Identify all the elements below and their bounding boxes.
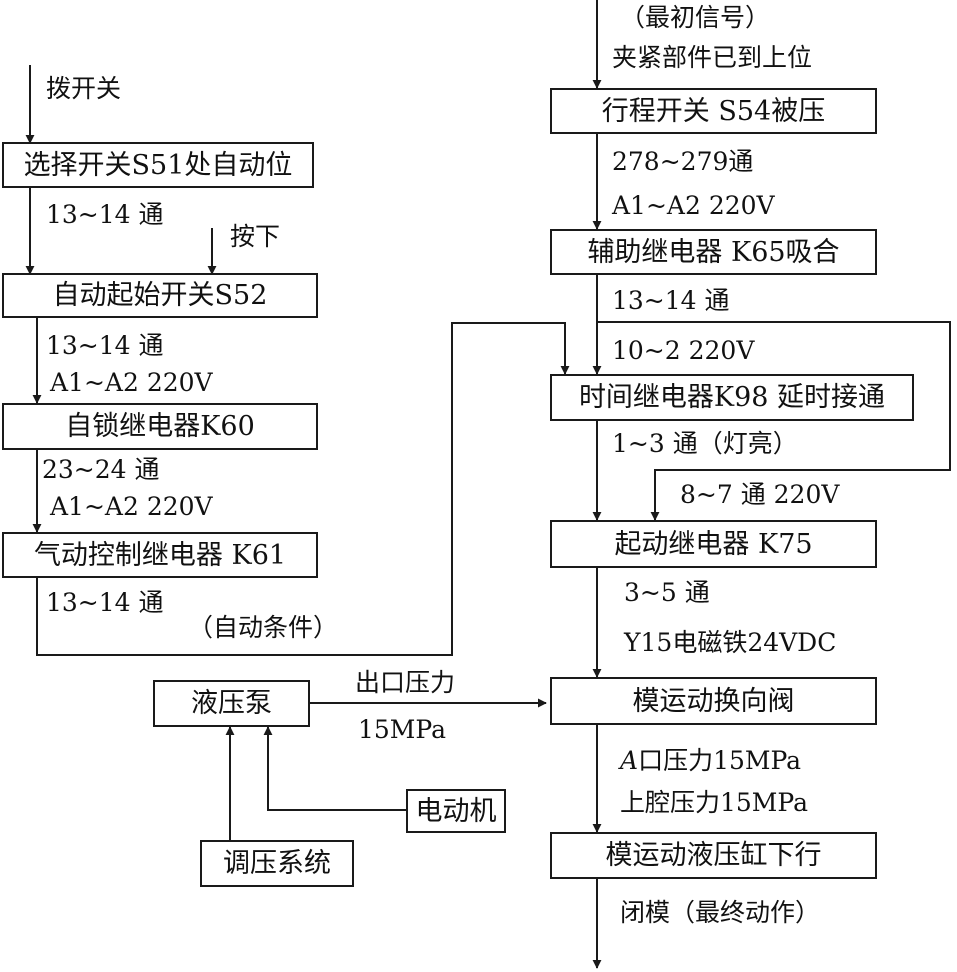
directional-valve-box: 模运动换向阀 <box>550 677 877 725</box>
selflock-voltage-label: A1~A2 220V <box>50 492 213 521</box>
start-relay-link-label: 3~5 通 <box>624 578 710 607</box>
start-voltage-label: A1~A2 220V <box>50 368 213 397</box>
aux-voltage-label: 10~2 220V <box>612 336 755 365</box>
auto-condition-label: （自动条件） <box>188 613 339 642</box>
hydraulic-pump-box: 液压泵 <box>153 680 310 727</box>
pneumatic-link-label: 13~14 通 <box>46 588 164 617</box>
limit-link-label: 278~279通 <box>612 147 754 176</box>
final-action-label: 闭模（最终动作） <box>620 898 821 927</box>
wire-auto-condition <box>36 322 570 656</box>
upper-chamber-pressure-label: 上腔压力15MPa <box>620 788 809 817</box>
port-a-letter: A <box>620 746 639 775</box>
wire-motor-to-pump <box>263 726 406 811</box>
start-relay-box: 起动继电器 K75 <box>550 520 877 568</box>
press-down-label: 按下 <box>230 222 281 251</box>
time-link-label: 1~3 通（灯亮） <box>612 429 798 458</box>
outlet-pressure-label: 出口压力 <box>355 668 456 697</box>
start-link-label: 13~14 通 <box>46 331 164 360</box>
wire-aux-bypass <box>597 321 951 521</box>
selector-switch-box: 选择开关S51处自动位 <box>2 142 314 188</box>
aux-link-label: 13~14 通 <box>612 286 730 315</box>
auto-start-switch-box: 自动起始开关S52 <box>2 273 318 318</box>
pneumatic-relay-box: 气动控制继电器 K61 <box>2 532 318 578</box>
flip-switch-label: 拨开关 <box>46 74 122 103</box>
selflock-link-label: 23~24 通 <box>42 455 160 484</box>
initial-signal-label: （最初信号） <box>620 3 771 32</box>
pressure-regulator-box: 调压系统 <box>200 840 354 887</box>
hydraulic-cylinder-box: 模运动液压缸下行 <box>550 832 877 879</box>
outlet-pressure-value: 15MPa <box>358 715 447 744</box>
port-pressure-text: 口压力15MPa <box>638 746 802 775</box>
limit-switch-box: 行程开关 S54被压 <box>550 88 877 134</box>
bypass-link-label: 8~7 通 220V <box>680 480 840 509</box>
electric-motor-box: 电动机 <box>406 789 506 833</box>
limit-voltage-label: A1~A2 220V <box>612 191 775 220</box>
port-pressure-label: A口压力15MPa <box>620 748 801 773</box>
time-relay-box: 时间继电器K98 延时接通 <box>550 374 914 421</box>
solenoid-label: Y15电磁铁24VDC <box>624 628 837 657</box>
selector-link-label: 13~14 通 <box>46 200 164 229</box>
aux-relay-box: 辅助继电器 K65吸合 <box>550 229 877 275</box>
self-lock-relay-box: 自锁继电器K60 <box>2 403 318 450</box>
clamp-in-place-label: 夹紧部件已到上位 <box>612 43 813 72</box>
